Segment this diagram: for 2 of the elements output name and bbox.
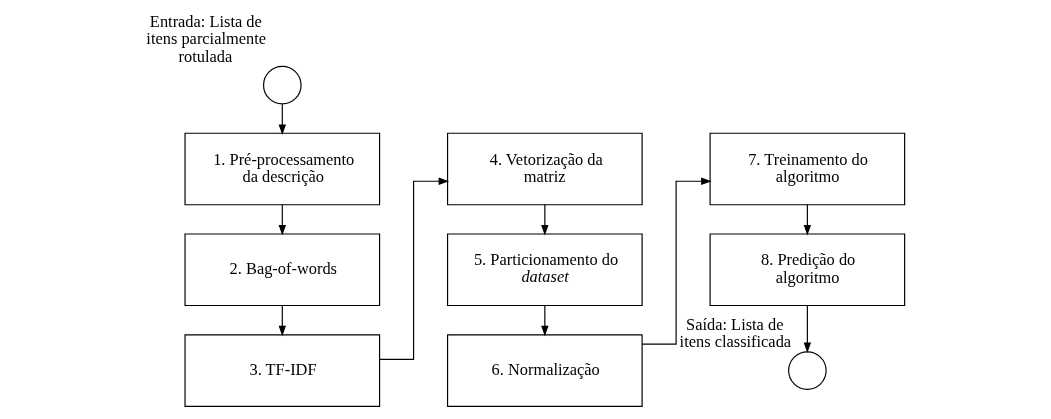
node-label: Saída: Lista de itens classificada [679, 314, 792, 351]
node-label: Entrada: Lista de itens parcialmente rotulada [146, 11, 267, 66]
